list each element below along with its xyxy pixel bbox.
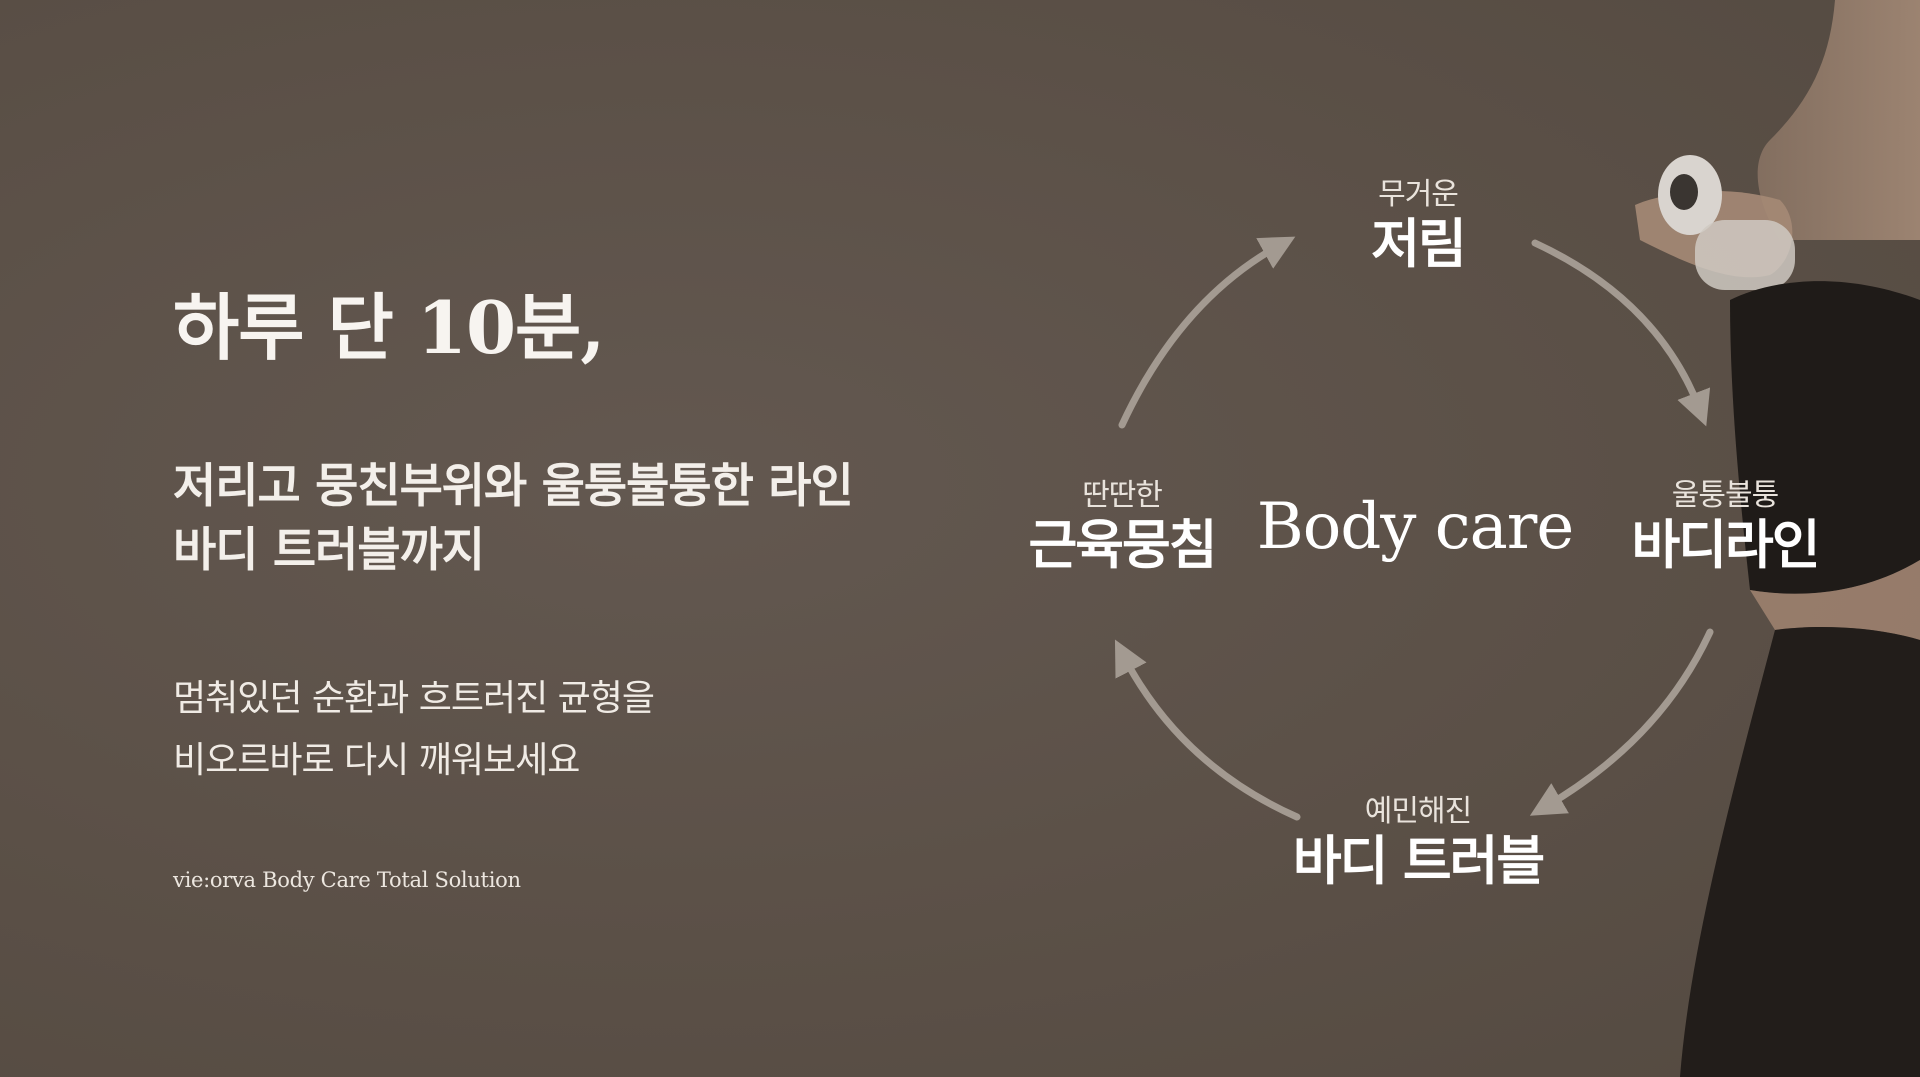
cycle-node-right: 울퉁불퉁 바디라인 — [1631, 477, 1820, 577]
cycle-node-bottom: 예민해진 바디 트러블 — [1292, 793, 1545, 893]
cycle-node-left-caption: 딴딴한 — [1082, 478, 1163, 513]
sub-headline-line-1: 저리고 뭉친부위와 울퉁불퉁한 라인 — [173, 459, 854, 514]
body-copy-line-1: 멈춰있던 순환과 흐트러진 균형을 — [173, 678, 655, 719]
arrow-left-to-top — [1118, 236, 1296, 429]
cycle-center-label: Body care — [1256, 490, 1574, 564]
arrow-right-to-bottom — [1529, 628, 1714, 816]
body-copy: 멈춰있던 순환과 흐트러진 균형을 비오르바로 다시 깨워보세요 — [173, 668, 655, 792]
sub-headline: 저리고 뭉친부위와 울퉁불퉁한 라인 바디 트러블까지 — [173, 455, 854, 583]
cycle-node-left: 딴딴한 근육뭉침 — [1028, 477, 1217, 577]
arrow-bottom-to-left — [1114, 639, 1301, 821]
cycle-node-top-caption: 무거운 — [1378, 177, 1459, 212]
cycle-node-top: 무거운 저림 — [1371, 176, 1467, 276]
cycle-node-bottom-caption: 예민해진 — [1364, 794, 1472, 829]
cycle-node-top-title: 저림 — [1371, 214, 1467, 275]
cycle-node-left-title: 근육뭉침 — [1028, 515, 1217, 576]
headline: 하루 단 10분, — [173, 285, 605, 370]
brand-tagline: vie:orva Body Care Total Solution — [173, 868, 521, 892]
cycle-node-bottom-title: 바디 트러블 — [1292, 831, 1545, 892]
cycle-node-right-caption: 울퉁불퉁 — [1671, 478, 1779, 513]
sub-headline-line-2: 바디 트러블까지 — [173, 523, 485, 578]
body-copy-line-2: 비오르바로 다시 깨워보세요 — [173, 740, 580, 781]
arrow-top-to-right — [1531, 239, 1711, 427]
cycle-node-right-title: 바디라인 — [1631, 515, 1820, 576]
model-photo — [1635, 0, 1920, 1077]
